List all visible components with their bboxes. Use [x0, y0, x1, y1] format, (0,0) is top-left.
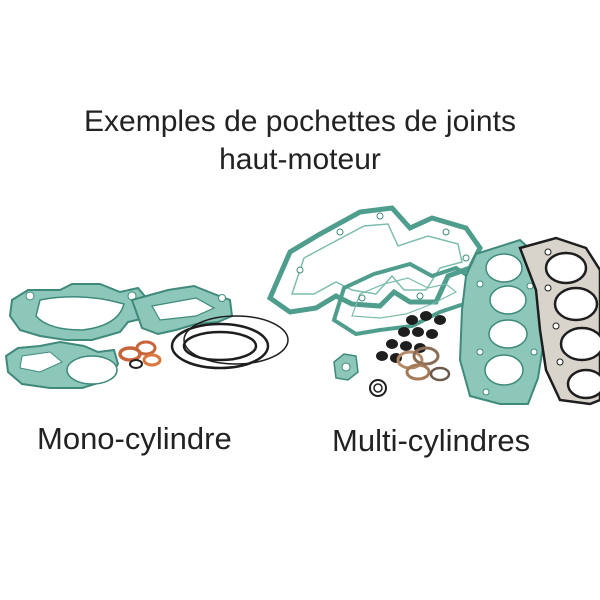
- mono-cylinder-gasket-kit: [4, 283, 289, 389]
- caption-multi-cylindres: Multi-cylindres: [332, 423, 531, 458]
- small-o-ring: [369, 379, 387, 397]
- cylinder-base-gasket-bore: [35, 296, 125, 331]
- o-ring-large: [170, 322, 270, 370]
- o-ring-outer: [183, 315, 289, 365]
- page-title-line-1: Exemples de pochettes de joints: [84, 105, 516, 138]
- valve-seals: [376, 311, 446, 363]
- multi-cylinder-gasket-kit: [266, 205, 600, 406]
- page-title-line-2: haut-moteur: [219, 143, 381, 176]
- caption-mono-cylindre: Mono-cylindre: [37, 421, 232, 456]
- o-ring-medium: [182, 330, 258, 362]
